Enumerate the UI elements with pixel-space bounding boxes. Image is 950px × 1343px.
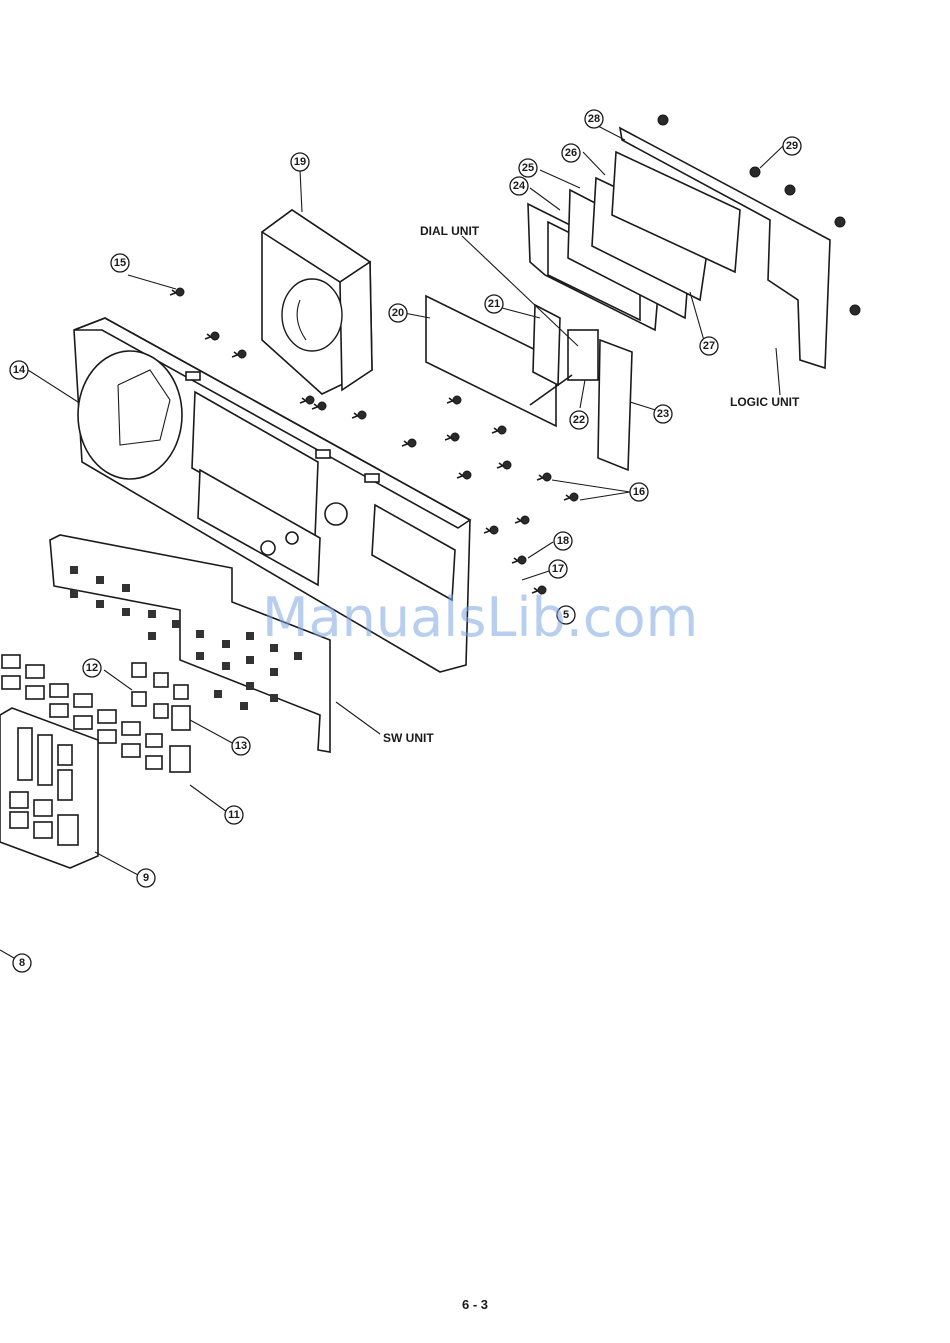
callout-18: 18 [554, 532, 572, 550]
dial-unit-label: DIAL UNIT [420, 224, 480, 238]
svg-text:21: 21 [488, 298, 500, 310]
callout-20: 20 [389, 304, 407, 322]
svg-text:17: 17 [552, 563, 564, 575]
callout-11: 11 [225, 806, 243, 824]
svg-text:28: 28 [588, 113, 600, 125]
keypad-parts [0, 655, 190, 868]
callout-8: 8 [13, 954, 31, 972]
callout-25: 25 [519, 159, 537, 177]
svg-text:20: 20 [392, 307, 404, 319]
sw-unit-label: SW UNIT [383, 731, 434, 745]
svg-text:26: 26 [565, 147, 577, 159]
callout-26: 26 [562, 144, 580, 162]
svg-text:27: 27 [703, 340, 715, 352]
callout-24: 24 [510, 177, 528, 195]
svg-text:13: 13 [235, 740, 247, 752]
callout-16: 16 [630, 483, 648, 501]
callout-12: 12 [83, 659, 101, 677]
speaker-foam-part [262, 210, 372, 394]
svg-text:19: 19 [294, 156, 306, 168]
svg-text:18: 18 [557, 535, 569, 547]
logic-unit-label: LOGIC UNIT [730, 395, 800, 409]
svg-text:23: 23 [657, 408, 669, 420]
svg-text:14: 14 [13, 364, 26, 376]
svg-text:22: 22 [573, 414, 585, 426]
callout-28: 28 [585, 110, 603, 128]
svg-text:16: 16 [633, 486, 645, 498]
svg-text:15: 15 [114, 257, 126, 269]
watermark-text: ManualsLib.com [262, 586, 698, 649]
callout-17: 17 [549, 560, 567, 578]
callout-14: 14 [10, 361, 28, 379]
callout-13: 13 [232, 737, 250, 755]
callout-23: 23 [654, 405, 672, 423]
svg-text:25: 25 [522, 162, 534, 174]
callout-22: 22 [570, 411, 588, 429]
svg-text:12: 12 [86, 662, 98, 674]
svg-text:29: 29 [786, 140, 798, 152]
svg-text:8: 8 [19, 957, 25, 969]
svg-text:9: 9 [143, 872, 149, 884]
svg-text:11: 11 [228, 809, 240, 821]
callout-15: 15 [111, 254, 129, 272]
callout-21: 21 [485, 295, 503, 313]
callout-29: 29 [783, 137, 801, 155]
callout-27: 27 [700, 337, 718, 355]
svg-text:24: 24 [513, 180, 526, 192]
callout-9: 9 [137, 869, 155, 887]
page-number: 6 - 3 [0, 1297, 950, 1312]
callout-19: 19 [291, 153, 309, 171]
